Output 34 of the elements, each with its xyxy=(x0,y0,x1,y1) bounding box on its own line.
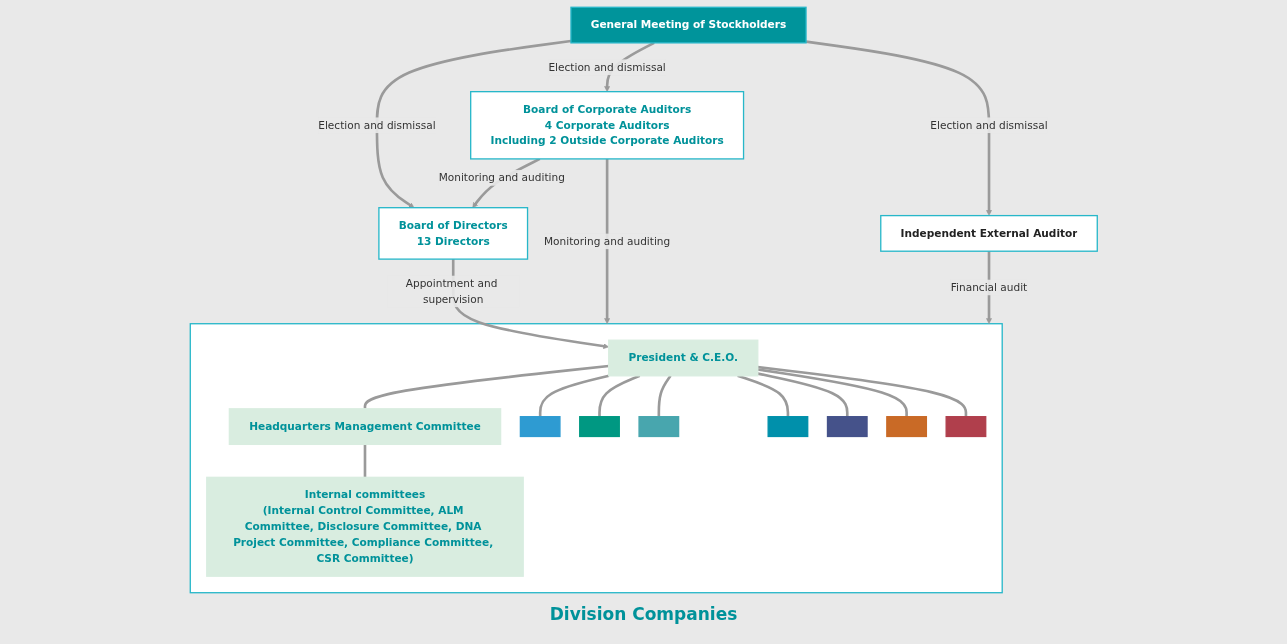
connector xyxy=(757,372,849,417)
node-box: President & C.E.O. xyxy=(607,339,759,377)
node-box xyxy=(578,416,620,438)
node-box: General Meeting of Stockholders xyxy=(570,6,807,44)
node-box: Independent External Auditor xyxy=(879,214,1098,252)
edge-label: Election and dismissal xyxy=(548,60,666,74)
edge-label: Monitoring and auditing xyxy=(438,171,565,184)
arrow xyxy=(603,158,610,324)
node-box xyxy=(945,416,987,438)
group-caption: Division Companies xyxy=(548,604,739,624)
connector xyxy=(657,375,672,417)
node-box: Board of Directors 13 Directors xyxy=(377,207,528,260)
connector xyxy=(757,365,967,417)
connector xyxy=(757,368,908,417)
node-box xyxy=(519,416,561,438)
connector xyxy=(736,374,789,417)
node-box: Internal committees (Internal Control Committee, ALM Committee, Disclosure Committee, DNA Project Committee, Compliance Committee, CSR Committee) xyxy=(205,476,524,577)
node-box: Headquarters Management Committee xyxy=(228,408,501,446)
node-box: Board of Corporate Auditors 4 Corporate Auditors Including 2 Outside Corporate Auditors xyxy=(469,91,744,160)
node-box xyxy=(638,416,679,438)
edge-label: Election and dismissal xyxy=(317,118,436,132)
connector xyxy=(363,444,367,478)
connector xyxy=(538,374,609,417)
node-box xyxy=(826,416,868,438)
edge-label: Financial audit xyxy=(950,280,1027,294)
arrow xyxy=(805,40,992,216)
connector xyxy=(597,374,640,417)
node-box xyxy=(767,416,809,438)
connector xyxy=(363,364,609,409)
cluster xyxy=(189,323,1003,594)
edge-label: Monitoring and auditing xyxy=(543,234,670,248)
edge-label: Appointment and supervision xyxy=(405,276,498,306)
edge-label: Election and dismissal xyxy=(930,118,1048,132)
node-box xyxy=(885,416,927,438)
